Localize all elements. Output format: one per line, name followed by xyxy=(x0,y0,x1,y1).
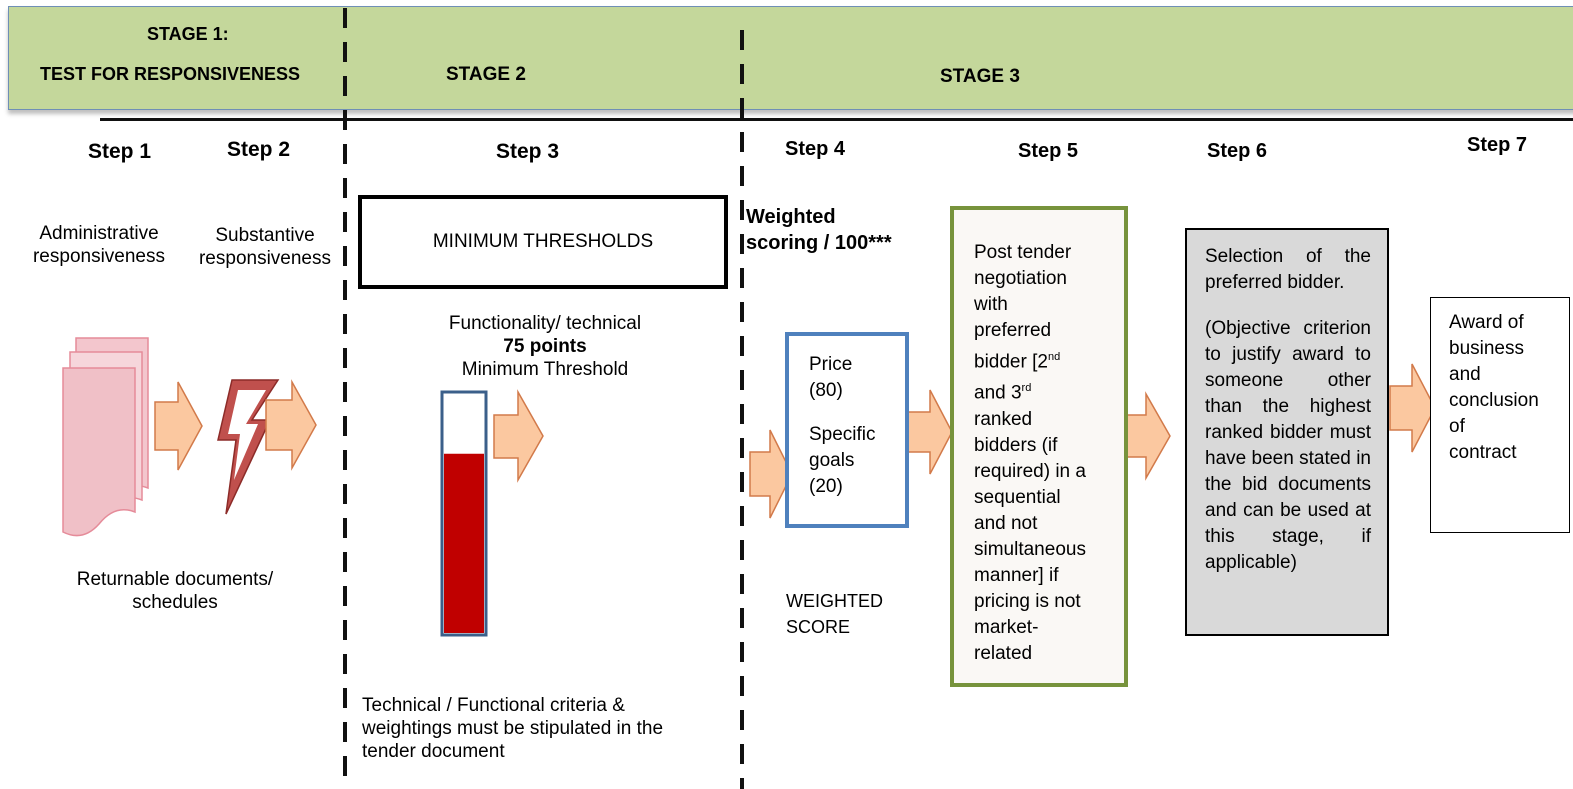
stage1-subtitle: TEST FOR RESPONSIVENESS xyxy=(40,64,301,84)
score-word: SCORE xyxy=(786,617,851,637)
neg-l2: negotiation xyxy=(974,268,1067,289)
negotiation-text: Post tender negotiation with preferred b… xyxy=(974,240,1086,667)
neg-l5: bidder [2nd xyxy=(974,344,1086,375)
award-l2: business xyxy=(1449,338,1524,359)
threshold-gauge xyxy=(440,390,488,637)
step1-line2: responsiveness xyxy=(32,246,166,267)
minimum-thresholds-box: MINIMUM THRESHOLDS xyxy=(358,195,728,289)
neg-l13: manner] if xyxy=(974,564,1059,586)
step1-line1: Administrative xyxy=(39,223,159,244)
step6-heading: Step 6 xyxy=(1207,140,1268,162)
selection-paragraph: Selection of the preferred bidder. xyxy=(1205,246,1371,293)
technical-criteria-note: Technical / Functional criteria & weight… xyxy=(362,694,742,763)
neg-l14: pricing is not xyxy=(974,590,1081,612)
price-goals-text: Price (80) Specific goals (20) xyxy=(809,352,876,500)
award-text: Award of business and conclusion of cont… xyxy=(1449,310,1539,466)
neg-l15: market- xyxy=(974,616,1039,638)
price-label: Price xyxy=(809,354,853,375)
neg-l11: and not xyxy=(974,512,1038,534)
minimum-thresholds-label: MINIMUM THRESHOLDS xyxy=(432,231,654,252)
functionality-block: Functionality/ technical 75 points Minim… xyxy=(400,312,690,381)
award-contract-box: Award of business and conclusion of cont… xyxy=(1430,297,1570,533)
returnable-line1: Returnable documents/ xyxy=(76,569,274,590)
neg-l16: related xyxy=(974,642,1033,664)
step1-description: Administrative responsiveness xyxy=(24,222,174,268)
preferred-bidder-text: Selection of the preferred bidder. (Obje… xyxy=(1205,244,1371,576)
weighted-line1: Weighted xyxy=(746,206,836,228)
neg-l1: Post tender xyxy=(974,242,1072,263)
neg-l10: sequential xyxy=(974,486,1061,508)
threshold-gauge-fill xyxy=(444,453,484,633)
preferred-bidder-box: Selection of the preferred bidder. (Obje… xyxy=(1185,228,1389,636)
price-goals-box: Price (80) Specific goals (20) xyxy=(785,332,909,528)
arrow-7 xyxy=(1389,363,1436,453)
award-l5: of xyxy=(1449,416,1465,437)
step3-heading: Step 3 xyxy=(496,140,560,163)
step5-heading: Step 5 xyxy=(1018,140,1079,162)
stage-banner xyxy=(8,6,1573,110)
step4-heading: Step 4 xyxy=(785,138,846,160)
award-l4: conclusion xyxy=(1449,390,1539,411)
weighted-scoring-heading: Weighted scoring / 100*** xyxy=(746,204,892,256)
neg-l6: and 3rd xyxy=(974,375,1086,406)
arrow-3 xyxy=(493,389,544,483)
price-value: (80) xyxy=(809,380,843,401)
neg-l7: ranked xyxy=(974,408,1033,430)
functionality-line: Functionality/ technical xyxy=(448,313,642,334)
award-l1: Award of xyxy=(1449,312,1524,333)
returnable-line2: schedules xyxy=(132,592,218,613)
neg-l9: required) in a xyxy=(974,460,1086,482)
goals-value: (20) xyxy=(809,476,843,497)
step2-line2: responsiveness xyxy=(198,248,332,269)
returnable-documents-label: Returnable documents/ schedules xyxy=(40,568,310,614)
step2-line1: Substantive xyxy=(215,225,315,246)
post-tender-negotiation-box: Post tender negotiation with preferred b… xyxy=(950,206,1128,687)
note-line3: tender document xyxy=(362,741,505,762)
arrow-6 xyxy=(1123,391,1171,481)
arrow-5 xyxy=(907,389,953,475)
step1-heading: Step 1 xyxy=(88,140,152,163)
step7-heading: Step 7 xyxy=(1467,134,1528,156)
points-line: 75 points xyxy=(503,336,587,357)
step2-description: Substantive responsiveness xyxy=(190,224,340,270)
award-l3: and xyxy=(1449,364,1481,385)
stage2-label: STAGE 2 xyxy=(446,64,526,85)
weighted-score-label: WEIGHTED SCORE xyxy=(786,588,883,640)
weighted-line2: scoring / 100*** xyxy=(746,232,892,254)
neg-l8: bidders (if xyxy=(974,434,1058,456)
documents-icon xyxy=(62,337,149,537)
lightning-icon xyxy=(217,379,280,515)
stage3-label: STAGE 3 xyxy=(940,66,1020,87)
arrow-4 xyxy=(749,429,793,519)
neg-l12: simultaneous xyxy=(974,538,1086,560)
neg-l5-text: bidder [2 xyxy=(974,351,1048,373)
goals-label: goals xyxy=(809,450,855,471)
neg-l5-sup: nd xyxy=(1047,351,1061,363)
neg-l3: with xyxy=(974,294,1008,315)
neg-l4: preferred xyxy=(974,320,1052,341)
award-l6: contract xyxy=(1449,442,1517,463)
arrow-2 xyxy=(265,379,317,471)
threshold-line: Minimum Threshold xyxy=(461,359,629,380)
specific-label: Specific xyxy=(809,424,876,445)
weighted-word: WEIGHTED xyxy=(786,591,883,611)
arrow-1 xyxy=(154,381,203,471)
neg-l6-text: and 3 xyxy=(974,382,1022,404)
step2-heading: Step 2 xyxy=(227,138,291,161)
horizontal-divider xyxy=(100,118,1573,121)
objective-criterion-paragraph: (Objective criterion to justify award to… xyxy=(1205,318,1371,573)
note-line1: Technical / Functional criteria & xyxy=(362,695,625,716)
neg-l6-sup: rd xyxy=(1021,382,1032,395)
stage1-label: STAGE 1: xyxy=(147,24,229,44)
note-line2: weightings must be stipulated in the xyxy=(362,718,664,739)
